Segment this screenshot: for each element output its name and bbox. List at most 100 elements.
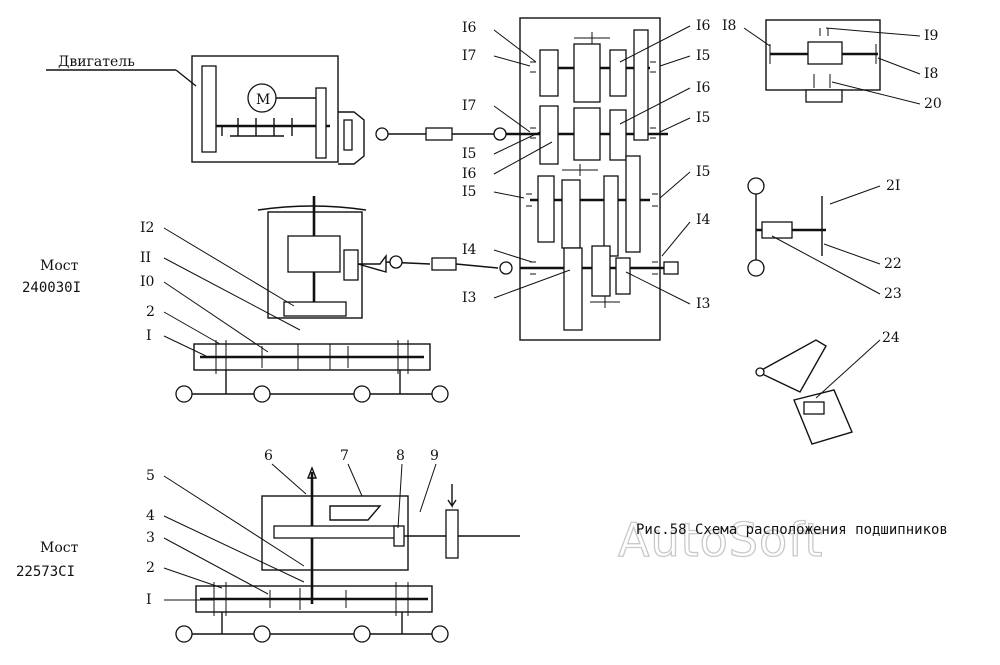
axle1-u-joint-2 bbox=[499, 261, 513, 275]
detail-24: 24 bbox=[755, 330, 900, 445]
detail-block bbox=[807, 41, 843, 65]
bridge2-line1: Мост bbox=[40, 540, 79, 556]
gear bbox=[615, 257, 631, 295]
flywheel bbox=[201, 65, 217, 153]
callout-9: 9 bbox=[430, 448, 439, 464]
axle2-pinion bbox=[393, 525, 405, 547]
axle1-wheel-icon bbox=[353, 385, 371, 403]
axle1-reducer-cap bbox=[257, 205, 367, 211]
gearbox-callouts: I6 I7 I7 I5 I6 I5 I6 I5 I6 I5 I5 I4 I3 I… bbox=[462, 18, 711, 312]
gearbox-housing bbox=[519, 17, 661, 341]
axle1-pinion-cone bbox=[357, 253, 387, 273]
gear bbox=[603, 175, 619, 257]
output-flange bbox=[663, 261, 679, 275]
watermark: AutoSoft bbox=[618, 513, 824, 567]
axle1-wheel-icon bbox=[431, 385, 449, 403]
synchro-hub bbox=[573, 107, 601, 161]
axle1-u-joint bbox=[389, 255, 403, 269]
gear bbox=[609, 49, 627, 97]
callout-10: I0 bbox=[140, 274, 154, 290]
detail-wheel-icon bbox=[747, 259, 765, 277]
spline-sleeve bbox=[425, 127, 453, 141]
detail-pivot bbox=[755, 367, 765, 377]
figure-caption: Рис.58 Схема расположения подшипников bbox=[636, 522, 948, 538]
axle1-pinion bbox=[343, 249, 359, 281]
axle2-top-arrow bbox=[306, 466, 318, 479]
callout-17: I7 bbox=[462, 98, 476, 114]
detail-pedal bbox=[756, 339, 827, 393]
callout-18: I8 bbox=[722, 18, 736, 34]
callout-16: I6 bbox=[696, 18, 711, 34]
clutch-disc bbox=[343, 119, 353, 151]
axle-240030-assembly: Мост 240030I I2 II I0 2 I bbox=[22, 196, 513, 403]
gear bbox=[633, 29, 649, 141]
axle1-input-shaft-2 bbox=[455, 263, 499, 269]
callout-16: I6 bbox=[696, 80, 711, 96]
synchro-hub bbox=[573, 43, 601, 103]
synchro-hub bbox=[591, 245, 611, 297]
detail2-callout-leaders bbox=[771, 185, 881, 295]
detail-bearing-marks bbox=[769, 28, 877, 88]
callout-8: 8 bbox=[396, 448, 405, 464]
engine-label: Двигатель bbox=[58, 54, 135, 70]
gear bbox=[561, 179, 581, 249]
detail-21-23: 2I 22 23 bbox=[747, 177, 902, 302]
callout-14: I4 bbox=[696, 212, 711, 228]
axle1-callout-leaders bbox=[163, 227, 301, 357]
callout-17: I7 bbox=[462, 48, 476, 64]
axle2-callout-leaders bbox=[163, 463, 437, 601]
u-joint-1 bbox=[375, 127, 389, 141]
engine-housing bbox=[191, 55, 339, 163]
u-joint-2 bbox=[493, 127, 507, 141]
callout-1: I bbox=[146, 592, 152, 608]
callout-leaders bbox=[493, 25, 691, 305]
callout-11: II bbox=[140, 250, 151, 266]
callout-15: I5 bbox=[696, 164, 710, 180]
bridge1-line2: 240030I bbox=[22, 280, 81, 296]
axle1-differential bbox=[283, 301, 347, 317]
callout-24: 24 bbox=[882, 330, 900, 346]
axle2-wheel-icon bbox=[175, 625, 193, 643]
axle1-spline-sleeve bbox=[431, 257, 457, 271]
detail-bearing bbox=[803, 401, 825, 415]
axle2-gear bbox=[273, 525, 399, 539]
bridge2-line2: 22573CI bbox=[16, 564, 75, 580]
detail-18-20: I8 I9 I8 20 bbox=[722, 18, 942, 112]
gear bbox=[625, 155, 641, 253]
gear bbox=[539, 49, 559, 97]
motor-symbol: М bbox=[256, 92, 270, 108]
detail3-callout-leader bbox=[815, 339, 881, 399]
detail-wheel-icon bbox=[747, 177, 765, 195]
callout-1: I bbox=[146, 328, 152, 344]
bridge1-line1: Мост bbox=[40, 258, 79, 274]
callout-14: I4 bbox=[462, 242, 477, 258]
callout-19: I9 bbox=[924, 28, 938, 44]
bearing-marks bbox=[526, 61, 658, 275]
gear bbox=[609, 109, 627, 161]
axle1-bearing-marks bbox=[215, 340, 409, 374]
axle-22573-assembly: Мост 22573CI 5 4 3 2 I 6 7 8 9 bbox=[16, 448, 520, 643]
callout-6: 6 bbox=[264, 448, 273, 464]
axle1-wheel-icon bbox=[253, 385, 271, 403]
axle2-bevel-gear bbox=[329, 505, 382, 521]
callout-5: 5 bbox=[146, 468, 155, 484]
callout-22: 22 bbox=[884, 256, 902, 272]
axle1-wheel-icon bbox=[175, 385, 193, 403]
engine-gear bbox=[315, 87, 327, 159]
axle2-wheel-icon bbox=[353, 625, 371, 643]
axle2-housing bbox=[195, 585, 433, 613]
callout-18: I8 bbox=[924, 66, 938, 82]
cardan-shaft bbox=[375, 127, 507, 141]
gear bbox=[537, 175, 555, 243]
axle1-bevel-gear bbox=[287, 235, 341, 273]
axle2-bearing-marks bbox=[213, 582, 409, 616]
detail-base bbox=[805, 89, 843, 103]
callout-15: I5 bbox=[696, 110, 710, 126]
axle1-housing bbox=[193, 343, 431, 371]
axle2-arrow bbox=[447, 484, 457, 509]
callout-20: 20 bbox=[924, 96, 942, 112]
callout-15: I5 bbox=[462, 146, 476, 162]
detail-bracket bbox=[793, 389, 853, 445]
callout-2: 2 bbox=[146, 304, 155, 320]
callout-3: 3 bbox=[146, 530, 155, 546]
